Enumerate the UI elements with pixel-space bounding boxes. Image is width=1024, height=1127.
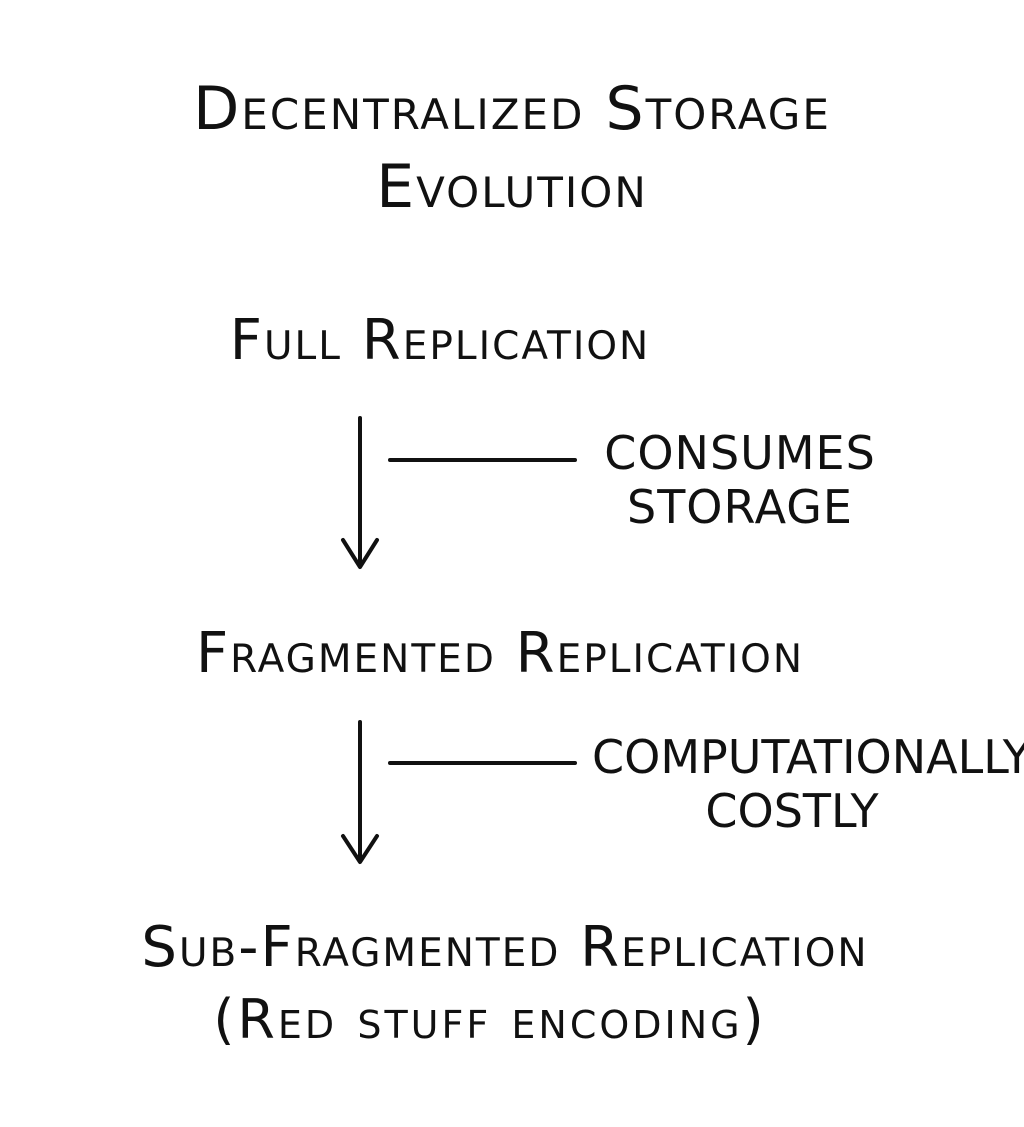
node-fragmented-replication: Fragmented Replication (195, 621, 805, 686)
edge-note-1-line-1: consumes (604, 426, 876, 480)
edge-note-computationally-costly: computationally costly (592, 730, 1024, 838)
edge-note-1-line-2: storage (627, 480, 853, 534)
edge-note-2-line-2: costly (705, 784, 879, 838)
edge-note-2-line-1: computationally (592, 730, 1024, 784)
node-sub-fragmented-replication: Sub-Fragmented Replication (141, 915, 869, 980)
node-sub-fragmented-subtitle: (Red stuff encoding) (213, 988, 767, 1051)
edge-note-consumes-storage: consumes storage (590, 426, 890, 534)
title-line-2: Evolution (376, 152, 648, 222)
arrow-1-head (341, 538, 379, 569)
title-line-1: Decentralized Storage (193, 74, 831, 144)
arrow-2-head (341, 834, 379, 864)
diagram-title: Decentralized Storage Evolution (0, 70, 1024, 226)
node-full-replication: Full Replication (229, 308, 651, 373)
